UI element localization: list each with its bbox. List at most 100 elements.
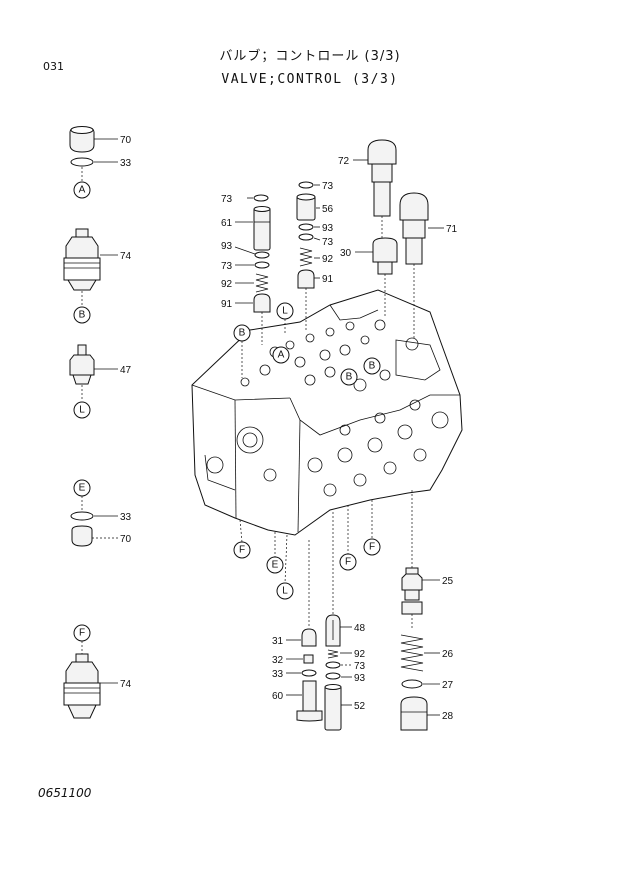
plug-part-47[interactable] [69,344,95,385]
part-label-91: 91 [221,299,233,310]
sleeve-part-61[interactable] [253,206,271,251]
plug-part-52[interactable] [324,684,342,731]
part-label-92: 92 [354,649,366,660]
plug-part-56[interactable] [296,193,316,221]
part-label-28: 28 [442,711,454,722]
document-number: 0651100 [38,786,92,800]
callout-F [363,538,381,556]
callout-E [266,556,284,574]
plug-part-30[interactable] [372,237,398,275]
part-label-92: 92 [221,279,233,290]
callout-A [73,181,91,199]
callout-L [276,582,294,600]
page-number: 031 [43,60,64,73]
callout-B [363,357,381,375]
spool-end-part-25[interactable] [401,567,423,615]
callout-label: L [79,405,85,416]
o-ring-part-33[interactable] [70,511,94,521]
callout-B [73,306,91,324]
page-title: VALVE;CONTROL (3/3) [221,72,399,87]
part-label-48: 48 [354,623,366,634]
part-label-33: 33 [120,512,132,523]
part-label-56: 56 [322,204,334,215]
part-label-73: 73 [354,661,366,672]
backup-ring-part-93[interactable] [254,251,270,259]
o-ring-part-33[interactable] [301,669,317,677]
part-label-70: 70 [120,135,132,146]
part-label-73: 73 [221,261,233,272]
part-label-73: 73 [221,194,233,205]
part-label-27: 27 [442,680,454,691]
callout-label: F [345,557,351,568]
part-label-92: 92 [322,254,334,265]
part-label-25: 25 [442,576,454,587]
part-label-33: 33 [120,158,132,169]
spring-part-92[interactable] [255,273,269,293]
callout-label: A [79,185,86,196]
o-ring-part-73[interactable] [298,233,314,241]
poppet-part-91[interactable] [253,293,271,313]
callout-L [73,401,91,419]
cap-part-28[interactable] [400,696,428,731]
spring-part-92[interactable] [299,247,313,267]
o-ring-part-27[interactable] [401,679,423,689]
cap-part-70[interactable] [69,126,95,153]
part-label-52: 52 [354,701,366,712]
o-ring-part-73[interactable] [254,261,270,269]
plug-part-60[interactable] [296,680,323,722]
o-ring-part-73[interactable] [325,661,341,669]
callout-A [272,346,290,364]
callout-label: E [272,560,279,571]
part-label-70: 70 [120,534,132,545]
callout-label: E [79,483,86,494]
callout-label: L [282,306,288,317]
spool-part-48[interactable] [325,614,341,647]
part-label-33: 33 [272,669,284,680]
valve-body [191,289,463,536]
cap-part-70[interactable] [71,525,93,547]
callout-F [339,553,357,571]
part-label-74: 74 [120,679,132,690]
o-ring-part-73[interactable] [253,194,269,202]
callout-label: F [369,542,375,553]
part-label-26: 26 [442,649,454,660]
spring-part-92[interactable] [327,649,339,659]
spring-part-26[interactable] [400,634,424,672]
plug-part-72[interactable] [367,139,397,217]
callout-label: F [79,628,85,639]
callout-label: B [346,372,353,383]
callout-label: B [239,328,246,339]
callout-label: B [369,361,376,372]
relief-valve-part-74[interactable] [63,228,101,291]
part-label-72: 72 [338,156,350,167]
part-label-60: 60 [272,691,284,702]
poppet-part-91[interactable] [297,269,315,289]
callout-label: F [239,545,245,556]
part-label-61: 61 [221,218,233,229]
o-ring-part-33[interactable] [70,157,94,167]
backup-ring-part-93[interactable] [298,223,314,231]
part-label-71: 71 [446,224,458,235]
part-label-32: 32 [272,655,284,666]
plug-part-32[interactable] [303,654,314,664]
page-title-japanese: バルブ；コントロール (3/3) [219,49,401,64]
part-label-91: 91 [322,274,334,285]
callout-F [233,541,251,559]
part-label-93: 93 [322,223,334,234]
part-label-93: 93 [221,241,233,252]
part-label-31: 31 [272,636,284,647]
plug-part-71[interactable] [399,192,429,265]
poppet-part-31[interactable] [301,628,317,647]
part-label-30: 30 [340,248,352,259]
backup-ring-part-93[interactable] [325,672,341,680]
part-label-93: 93 [354,673,366,684]
part-label-47: 47 [120,365,132,376]
callout-B [340,368,358,386]
callout-label: B [79,310,86,321]
callout-label: L [282,586,288,597]
o-ring-part-73[interactable] [298,181,314,189]
part-label-73: 73 [322,181,334,192]
part-label-73: 73 [322,237,334,248]
relief-valve-part-74[interactable] [63,653,101,719]
